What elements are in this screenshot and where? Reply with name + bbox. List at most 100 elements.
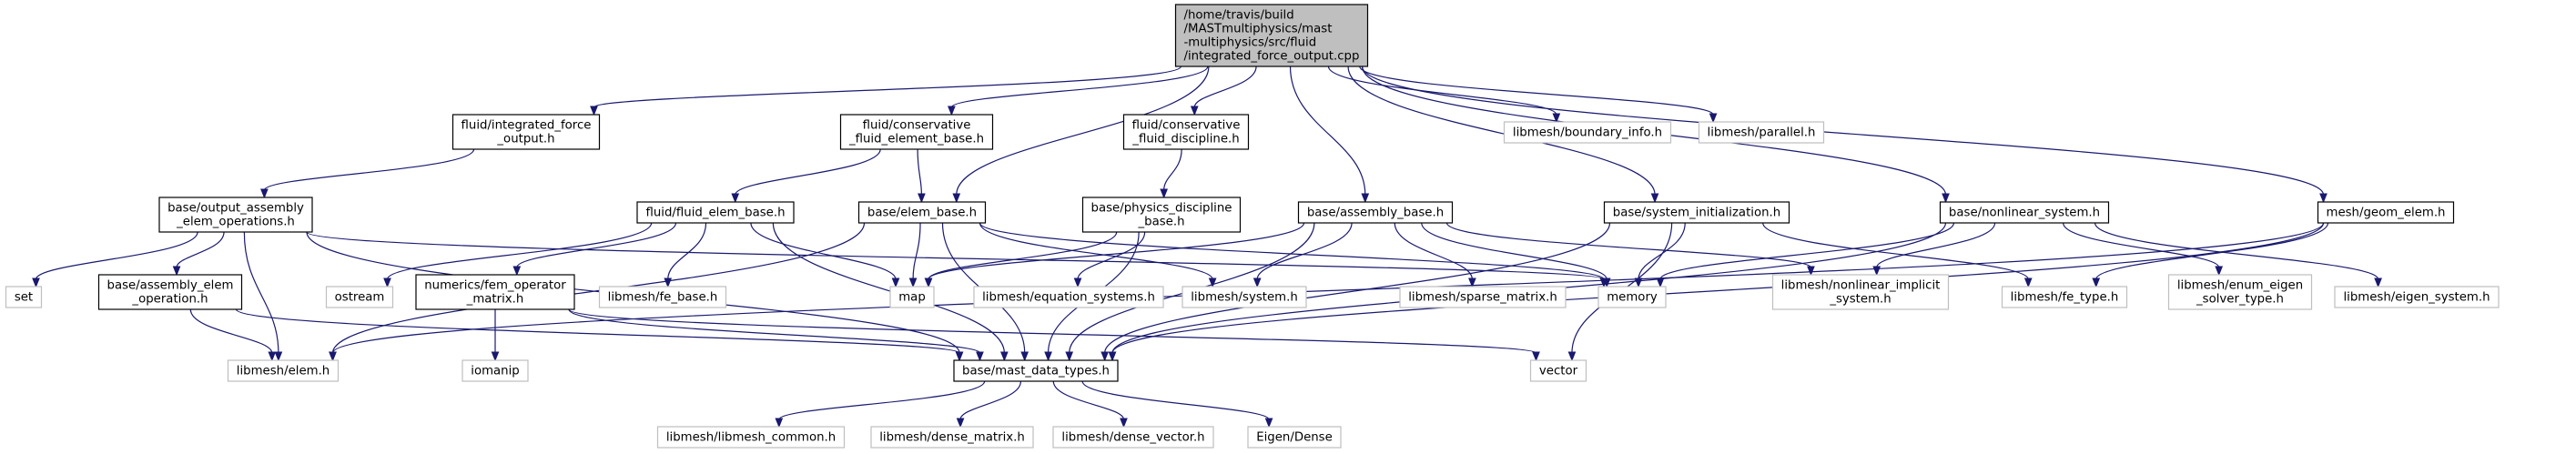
node-label: libmesh/elem.h xyxy=(237,365,330,378)
node-box xyxy=(1297,201,1454,224)
arrowhead xyxy=(1044,351,1052,362)
node-box xyxy=(1939,201,2110,224)
edge-numerics_fem_operator_matrix_h-to-base_mast_data_types_h xyxy=(568,308,981,354)
node-base-assembly-base-h[interactable]: base/assembly_base.h xyxy=(1297,201,1454,224)
node-box xyxy=(953,359,1119,382)
node-label: fluid/integrated_force xyxy=(461,119,592,133)
node-numerics-fem-operator-matrix-h[interactable]: numerics/fem_operator_matrix.h xyxy=(415,274,575,310)
node-libmesh-libmesh-common-h: libmesh/libmesh_common.h xyxy=(656,426,846,449)
edge-root-to-base_system_initialization_h xyxy=(1347,66,1656,196)
node-eigen-dense: Eigen/Dense xyxy=(1247,426,1342,449)
arrowhead xyxy=(2215,266,2224,277)
node-memory: memory xyxy=(1597,286,1667,308)
node-base-nonlinear-system-h[interactable]: base/nonlinear_system.h xyxy=(1939,201,2110,224)
arrowhead xyxy=(955,351,964,362)
node-label: fluid/conservative xyxy=(1132,119,1241,133)
arrowhead xyxy=(274,351,283,362)
arrowhead xyxy=(1108,351,1117,362)
node-libmesh-eigen-system-h: libmesh/eigen_system.h xyxy=(2334,286,2500,308)
node-label: libmesh/eigen_system.h xyxy=(2343,291,2490,305)
node-fluid-integrated-force-output-h[interactable]: fluid/integrated_force_output.h xyxy=(451,114,601,150)
node-label: libmesh/boundary_info.h xyxy=(1513,126,1662,140)
node-libmesh-dense-matrix-h: libmesh/dense_matrix.h xyxy=(870,426,1034,449)
node-label: base/assembly_base.h xyxy=(1307,207,1444,220)
edge-base_mast_data_types_h-to-libmesh_libmesh_common_h xyxy=(778,380,986,420)
arrowhead xyxy=(952,193,961,204)
edge-base_assembly_base_h-to-libmesh_nonlinear_implicit_system_h xyxy=(1445,222,1812,268)
node-base-system-initialization-h[interactable]: base/system_initialization.h xyxy=(1603,201,1790,224)
edge-base_mast_data_types_h-to-libmesh_dense_matrix_h xyxy=(959,380,1022,420)
node-box xyxy=(451,114,601,150)
node-label: libmesh/fe_type.h xyxy=(2011,291,2119,305)
node-libmesh-elem-h: libmesh/elem.h xyxy=(227,359,340,382)
edge-root-to-mesh_geom_elem_h xyxy=(1361,66,2325,196)
edge-base_assembly_base_h-to-map xyxy=(928,222,1305,280)
arrowhead xyxy=(2092,277,2101,288)
node-ostream: ostream xyxy=(325,286,394,308)
node-label: base/assembly_elem xyxy=(107,279,234,293)
edge-fluid_fluid_elem_base_h-to-libmesh_fe_base_h xyxy=(667,222,707,280)
node-box xyxy=(598,286,727,308)
node-box xyxy=(5,286,43,308)
node-label: ostream xyxy=(335,291,385,305)
node-label: base/mast_data_types.h xyxy=(962,365,1110,378)
node-label: _system.h xyxy=(1829,293,1891,307)
node-box xyxy=(1081,197,1242,233)
edge-root-to-fluid_integrated_force_output_h xyxy=(593,66,1182,108)
arrowhead xyxy=(1650,193,1659,204)
arrowhead xyxy=(1073,277,1082,288)
node-box xyxy=(1052,426,1214,449)
edge-base_nonlinear_system_h-to-libmesh_enum_eigen_solver_type_h xyxy=(2063,222,2220,268)
edge-base_elem_base_h-to-memory xyxy=(979,222,1605,280)
edge-base_output_assembly_elem_operations_h-to-memory xyxy=(306,231,1605,280)
node-label: libmesh/system.h xyxy=(1191,291,1298,305)
node-label: libmesh/dense_vector.h xyxy=(1061,431,1204,445)
arrowhead xyxy=(956,418,965,429)
node-vector: vector xyxy=(1529,359,1587,382)
node-fluid-fluid-elem-base-h[interactable]: fluid/fluid_elem_base.h xyxy=(636,201,795,224)
node-libmesh-dense-vector-h: libmesh/dense_vector.h xyxy=(1052,426,1214,449)
node-base-physics-discipline-base-h[interactable]: base/physics_discipline_base.h xyxy=(1081,197,1242,233)
arrowhead xyxy=(1567,351,1577,362)
arrowhead xyxy=(1000,351,1009,362)
node-label: _matrix.h xyxy=(466,293,524,307)
node-label: base/output_assembly xyxy=(167,202,304,216)
arrowhead xyxy=(1468,277,1476,288)
node-fluid-conservative-fluid-discipline-h[interactable]: fluid/conservative_fluid_discipline.h xyxy=(1122,114,1250,150)
arrowhead xyxy=(329,351,337,362)
node-fluid-conservative-fluid-element-base-h[interactable]: fluid/conservative_fluid_element_base.h xyxy=(839,114,994,150)
node-box xyxy=(839,114,994,150)
arrowhead xyxy=(918,193,926,204)
node-box xyxy=(158,197,313,233)
arrowhead xyxy=(1065,351,1074,362)
arrowhead xyxy=(924,277,933,288)
node-label: libmesh/nonlinear_implicit xyxy=(1781,279,1941,293)
node-label: numerics/fem_operator xyxy=(424,279,566,293)
node-label: _output.h xyxy=(496,133,554,146)
node-base-mast-data-types-h[interactable]: base/mast_data_types.h xyxy=(953,359,1119,382)
node-libmesh-enum-eigen-solver-type-h: libmesh/enum_eigen_solver_type.h xyxy=(2167,274,2313,310)
node-label: fluid/conservative xyxy=(863,119,971,133)
node-base-assembly-elem-operation-h[interactable]: base/assembly_elem_operation.h xyxy=(97,274,243,310)
arrowhead xyxy=(2023,277,2033,288)
node-box xyxy=(1174,4,1369,67)
node-label: memory xyxy=(1607,291,1658,305)
node-box xyxy=(857,201,987,224)
arrowhead xyxy=(172,266,181,277)
edge-fluid_conservative_fluid_discipline_h-to-base_physics_discipline_base_h xyxy=(1163,148,1182,191)
node-label: libmesh/libmesh_common.h xyxy=(666,431,836,445)
arrowhead xyxy=(1160,188,1168,199)
edge-numerics_fem_operator_matrix_h-to-vector xyxy=(568,308,1537,354)
edge-fluid_fluid_elem_base_h-to-map xyxy=(750,222,897,280)
arrowhead xyxy=(1872,266,1881,277)
node-base-elem-base-h[interactable]: base/elem_base.h xyxy=(857,201,987,224)
node-map: map xyxy=(889,286,935,308)
node-label: mesh/geom_elem.h xyxy=(2327,207,2446,220)
node-mesh-geom-elem-h[interactable]: mesh/geom_elem.h xyxy=(2317,201,2455,224)
node-label: map xyxy=(898,291,926,305)
edge-fluid_conservative_fluid_element_base_h-to-fluid_fluid_elem_base_h xyxy=(735,148,881,196)
node-root[interactable]: /home/travis/build/MASTmultiphysics/mast… xyxy=(1174,4,1369,67)
node-label: libmesh/enum_eigen xyxy=(2177,279,2303,293)
node-base-output-assembly-elem-operations-h[interactable]: base/output_assembly_elem_operations.h xyxy=(158,197,313,233)
edge-base_mast_data_types_h-to-libmesh_dense_vector_h xyxy=(1052,380,1125,420)
